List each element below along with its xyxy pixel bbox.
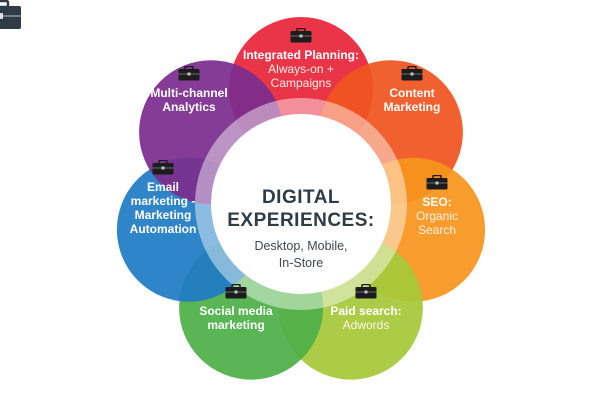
seo-subtitle-line: Organic [415,209,459,223]
social-media-marketing-title-line: Social media [199,304,273,318]
content-marketing-title-line: Marketing [383,100,441,114]
email-marketing-title-line: Marketing [134,208,192,222]
center-subtitle: Desktop, Mobile, In-Store [226,238,376,272]
multi-channel-analytics-title-line: Analytics [162,100,216,114]
petal-label-integrated-planning: Integrated Planning:Always-on +Campaigns [243,48,359,90]
center-subtitle-line1: Desktop, Mobile, [254,239,348,253]
center-disc [211,114,391,294]
paid-search-briefcase-icon [355,284,377,299]
email-marketing-title-line: Automation [129,222,197,236]
integrated-planning-subtitle-line: Always-on + [268,62,334,76]
content-marketing-title-line: Content [389,86,435,100]
center-briefcase-icon [0,0,21,29]
integrated-planning-title-line: Integrated Planning: [242,48,360,62]
social-media-marketing-title-line: marketing [207,318,265,332]
integrated-planning-subtitle-line: Campaigns [270,76,332,90]
seo-briefcase-icon [426,175,448,190]
paid-search-title-line: Paid search: [330,304,402,318]
petal-label-paid-search: Paid search:Adwords [330,304,401,332]
center-title: DIGITAL EXPERIENCES: [211,186,391,232]
integrated-planning-briefcase-icon [290,28,312,43]
social-media-marketing-briefcase-icon [225,284,247,299]
center-title-line1: DIGITAL [261,187,341,208]
email-marketing-title-line: marketing - [130,194,196,208]
multi-channel-analytics-briefcase-icon [178,66,200,81]
email-marketing-title-line: Email [146,180,179,194]
seo-title-line: SEO: [422,195,452,209]
multi-channel-analytics-title-line: Multi-channel [150,86,228,100]
paid-search-subtitle-line: Adwords [342,318,390,332]
center-title-line2: EXPERIENCES: [227,210,375,231]
seo-subtitle-line: Search [417,223,457,237]
email-marketing-briefcase-icon [152,160,174,175]
center-subtitle-line2: In-Store [278,256,324,270]
content-marketing-briefcase-icon [401,66,423,81]
